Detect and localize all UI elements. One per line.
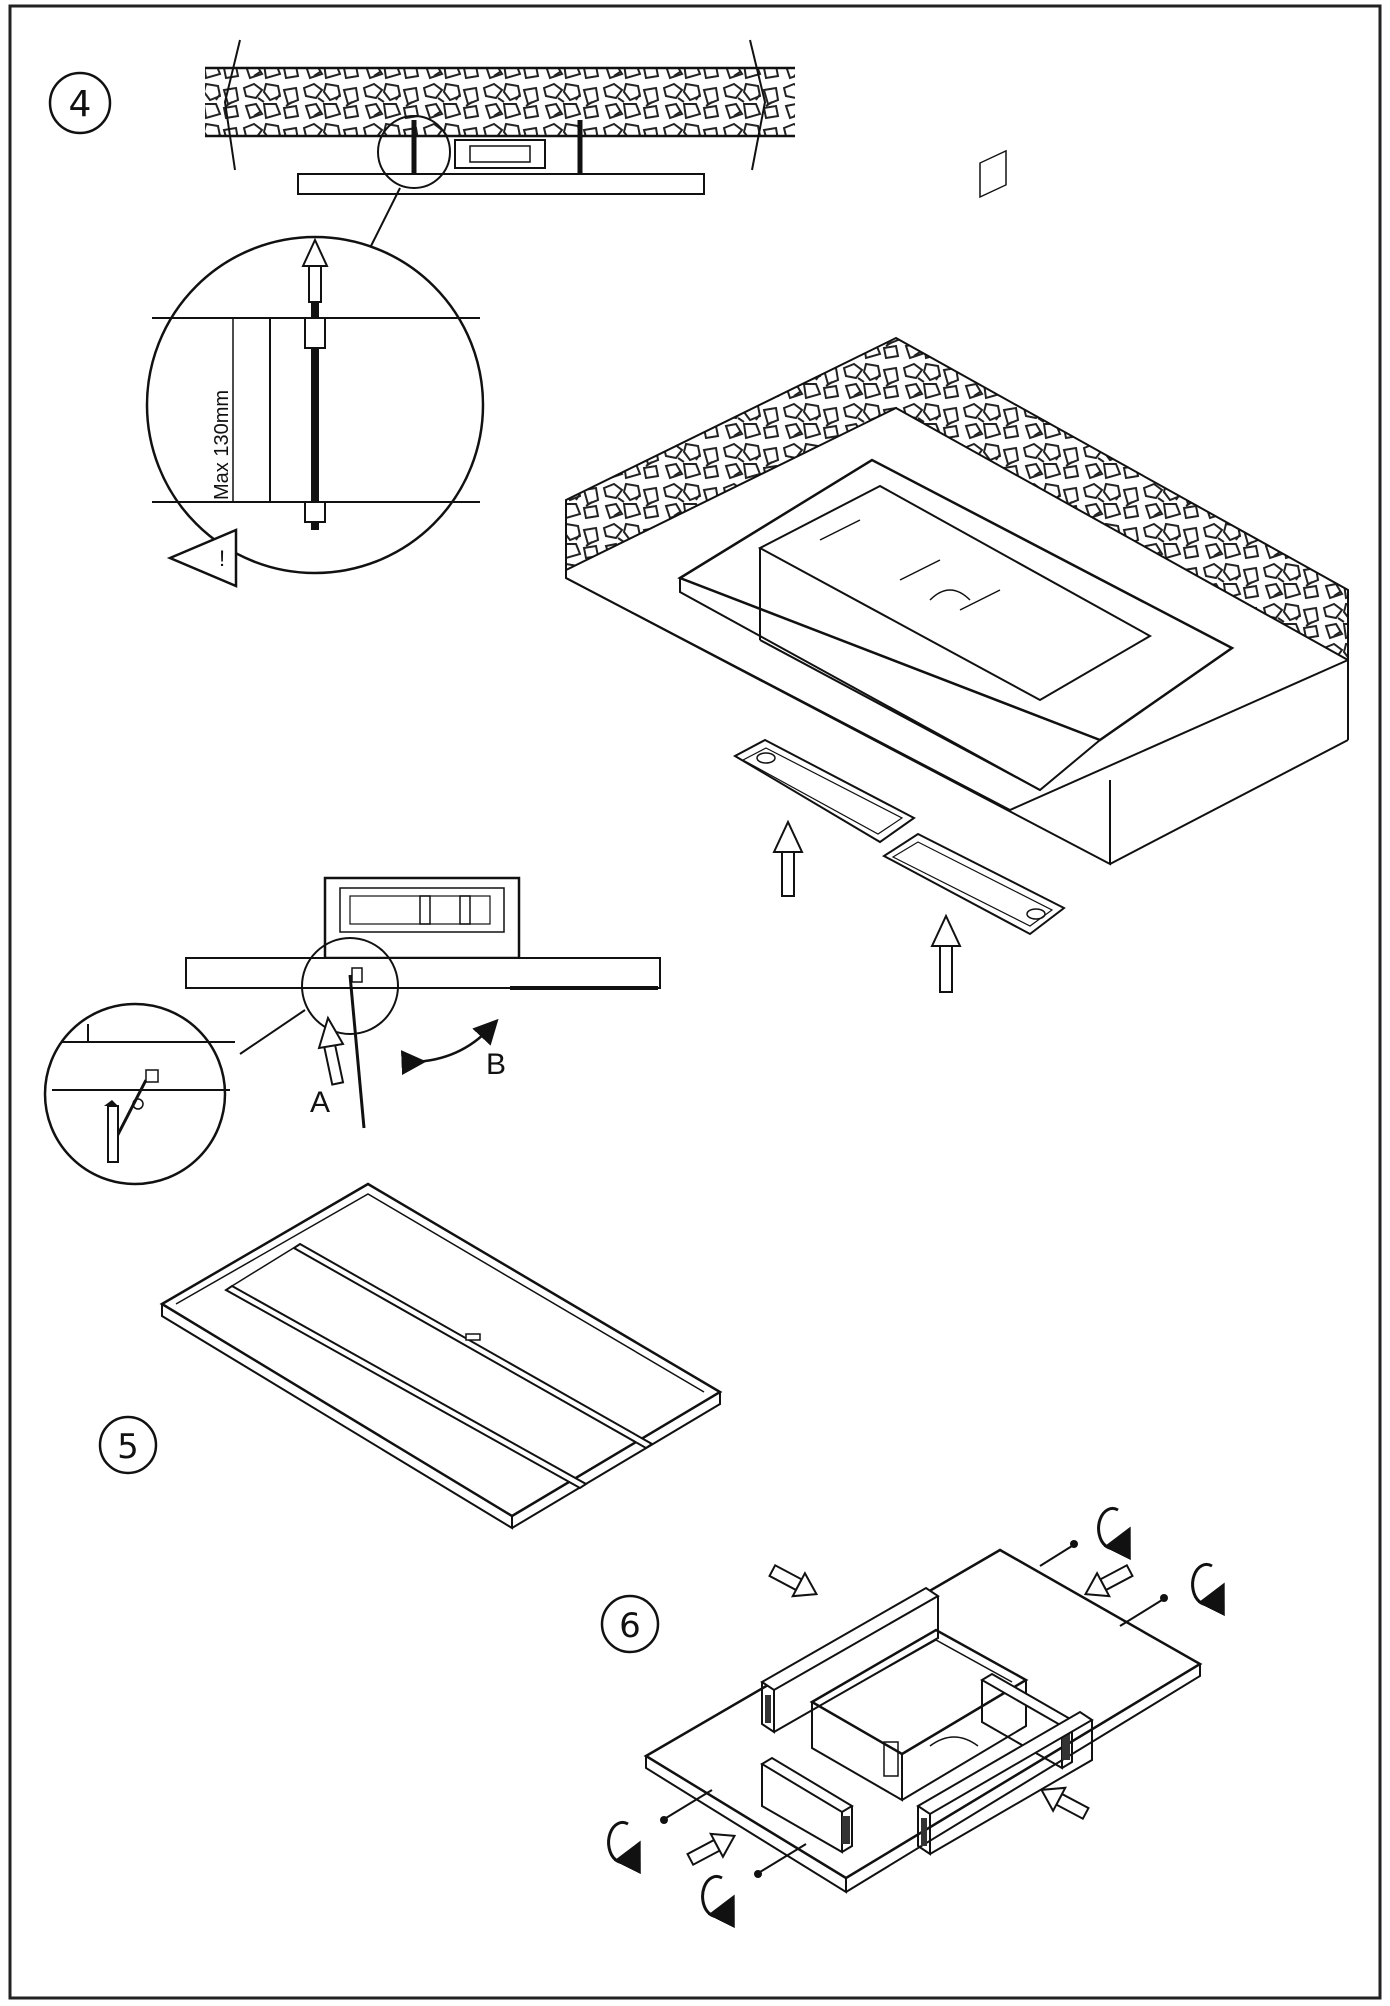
hood-body-inside — [757, 484, 1153, 702]
up-arrow-icon — [772, 819, 804, 897]
step-4-badge — [48, 71, 112, 135]
step-4-number: 4 — [69, 84, 92, 125]
push-arrow-icon — [686, 1832, 737, 1867]
page-border — [8, 4, 1382, 2000]
up-arrow-icon — [301, 237, 329, 303]
warning-mark: ! — [219, 546, 225, 571]
latch-magnified-detail — [43, 1002, 235, 1186]
up-arrow-icon — [317, 1015, 345, 1086]
push-arrow-icon — [1039, 1786, 1090, 1821]
filter-latch — [348, 974, 366, 1129]
fixing-rods — [411, 120, 583, 180]
filter-panel-right — [882, 832, 1066, 936]
rod-length-detail: Max 130mm — [145, 235, 485, 575]
side-trim-top-left — [760, 1586, 940, 1734]
push-arrow-icon — [768, 1563, 819, 1598]
ceiling-cutout-isometric — [565, 149, 1349, 866]
step-5-number: 5 — [117, 1427, 139, 1467]
screw-icon — [1039, 1540, 1078, 1567]
callout-b-label: B — [486, 1048, 506, 1081]
step-6-badge — [600, 1594, 660, 1654]
side-trim-bottom-left — [760, 1756, 854, 1854]
side-trim-bottom-right — [916, 1710, 1094, 1856]
rotate-arrow-icon — [400, 1018, 499, 1076]
max-length-label: Max 130mm — [211, 390, 233, 500]
latch-detail-marker — [301, 937, 399, 1035]
step-5: 5 — [98, 1182, 723, 1530]
hood-motor-housing — [454, 139, 546, 169]
callout-a-label: A — [310, 1086, 330, 1119]
warning-triangle-icon: ! — [166, 528, 238, 588]
ceiling-board — [185, 957, 661, 989]
screw-icon — [1119, 1594, 1168, 1627]
screw-icon — [660, 1789, 713, 1824]
step-4: 4 — [43, 39, 1349, 1186]
false-ceiling-panel — [297, 173, 705, 195]
filter-panel-left — [732, 738, 916, 844]
hood-side-view — [185, 876, 661, 1129]
push-arrow-icon — [1083, 1563, 1134, 1598]
hood-panel-isometric — [159, 1182, 723, 1530]
detail-marker-circle — [377, 115, 451, 189]
detail-leader-line — [369, 187, 401, 249]
up-arrow-icon — [930, 913, 962, 993]
rotate-arrow-icon — [1191, 1562, 1225, 1617]
screw-icon — [754, 1843, 807, 1878]
rotate-arrow-icon — [607, 1820, 641, 1875]
side-trim-top-right — [980, 1672, 1074, 1770]
rotate-arrow-icon — [701, 1874, 735, 1929]
rotate-arrow-icon — [1097, 1506, 1131, 1561]
step-5-badge — [98, 1415, 158, 1475]
step-6-number: 6 — [619, 1606, 641, 1646]
step-6: 6 — [600, 1506, 1225, 1929]
ceiling-slab-section — [205, 39, 795, 171]
filter-rail-left — [224, 1284, 588, 1490]
